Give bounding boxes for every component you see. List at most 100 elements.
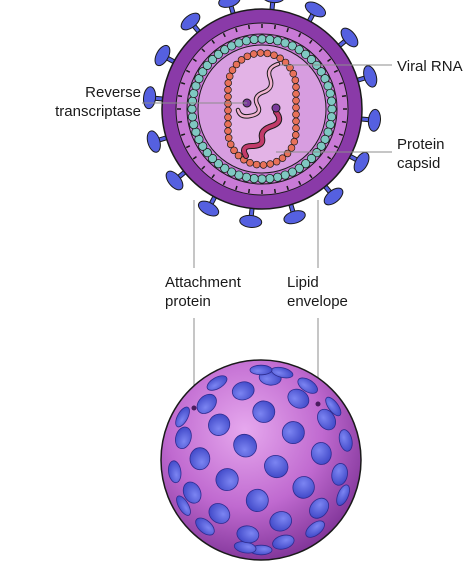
- matrix-protein-dots: [177, 24, 347, 194]
- matrix-tick: [318, 165, 323, 170]
- capsid-bead: [272, 172, 283, 182]
- capsid-bead: [320, 134, 330, 144]
- capsid-bead: [280, 170, 290, 180]
- matrix-tick: [201, 48, 206, 53]
- matrix-tick: [192, 58, 197, 62]
- capsid-bead: [234, 38, 244, 48]
- matrix-tick: [247, 24, 251, 30]
- matrix-tick: [338, 82, 344, 85]
- core-dot: [246, 159, 254, 167]
- surface-bump: [287, 388, 310, 409]
- surface-bump: [336, 484, 350, 506]
- core-dot: [226, 140, 235, 149]
- capsid-bead: [213, 49, 223, 59]
- spike-head: [363, 65, 378, 88]
- spike-stalk-fill: [270, 0, 275, 10]
- capsid-bead: [301, 49, 311, 59]
- capsid-bead: [306, 153, 317, 164]
- surface-bump: [236, 525, 260, 544]
- capsid-bead: [191, 127, 201, 137]
- core-dot: [224, 99, 232, 108]
- spike-head: [323, 187, 344, 206]
- core-dot: [289, 69, 298, 78]
- matrix-tick: [318, 48, 323, 53]
- core-dot: [270, 51, 278, 59]
- surface-bump: [269, 511, 293, 532]
- surface-bump: [264, 454, 289, 479]
- matrix-tick: [247, 188, 251, 194]
- capsid-bead: [316, 67, 326, 77]
- capsid-bead: [325, 119, 335, 130]
- capsid-bead: [220, 163, 230, 173]
- matrix-tick: [192, 156, 197, 160]
- matrix-tick: [341, 120, 347, 124]
- capsid-bead: [202, 148, 212, 158]
- core-dot: [224, 79, 232, 87]
- surface-bump: [305, 520, 325, 538]
- core-dot: [234, 151, 243, 160]
- matrix-tick: [333, 145, 339, 149]
- core-dot: [292, 83, 300, 91]
- capsid-bead: [187, 112, 198, 122]
- surface-bump: [309, 497, 330, 519]
- label-attachment-protein: Attachment protein: [165, 274, 241, 310]
- spike-head: [154, 44, 171, 67]
- surface-bump: [176, 495, 191, 516]
- core-dot: [252, 160, 261, 169]
- matrix-tick: [180, 82, 186, 85]
- surface-bump: [196, 393, 217, 414]
- core-dot: [259, 161, 268, 169]
- matrix-tick: [185, 69, 191, 73]
- label-reverse-transcriptase: Reverse transcriptase: [55, 84, 141, 120]
- label-viral-rna: Viral RNA: [397, 58, 463, 75]
- surface-bump: [281, 421, 305, 445]
- spike-head: [283, 210, 306, 225]
- matrix-tick: [177, 94, 183, 98]
- viral-rna-strand-dark-fill: [242, 110, 282, 158]
- sphere-pore-2: [315, 401, 321, 407]
- surface-bump: [208, 503, 231, 524]
- capsid-bead: [325, 88, 335, 99]
- spike-head: [340, 27, 359, 48]
- surface-bump: [208, 413, 231, 436]
- matrix-tick: [298, 32, 302, 38]
- spike-head: [165, 170, 184, 191]
- surface-bump: [233, 433, 257, 458]
- capsid-bead: [257, 34, 267, 44]
- label-protein-capsid: Protein capsid: [397, 136, 445, 172]
- surface-bump: [206, 375, 228, 391]
- capsid-bead: [202, 60, 212, 70]
- capsid-bead: [294, 45, 304, 55]
- core-dot: [224, 127, 232, 135]
- capsid-bead: [194, 74, 204, 84]
- core-dot: [292, 131, 300, 139]
- matrix-tick: [338, 133, 344, 136]
- capsid-bead: [220, 45, 230, 55]
- label-lipid-envelope: Lipid envelope: [287, 274, 348, 310]
- capsid-bead: [316, 141, 326, 151]
- spike-head: [261, 0, 285, 4]
- surface-bump: [317, 408, 337, 431]
- core-dot: [290, 137, 299, 146]
- capsid-bead: [287, 41, 297, 51]
- surface-bump: [292, 476, 315, 499]
- capsid-bead: [187, 96, 198, 106]
- core-dot: [230, 146, 238, 155]
- surface-bump: [249, 364, 273, 376]
- surface-bump: [338, 429, 353, 452]
- capsid-bead: [207, 153, 218, 164]
- matrix-tick: [327, 58, 332, 62]
- surface-bump: [175, 406, 190, 428]
- core-dot: [292, 110, 300, 119]
- core-dot: [292, 96, 300, 105]
- core-dot: [292, 90, 300, 98]
- sphere-pore-1: [191, 405, 197, 411]
- virus-cross-section: [142, 0, 382, 229]
- spike-head: [142, 86, 157, 110]
- surface-bump: [175, 426, 192, 450]
- core-dot: [224, 86, 232, 94]
- capsid-bead: [294, 163, 304, 173]
- surface-bump: [245, 488, 269, 512]
- surface-bump: [231, 381, 255, 401]
